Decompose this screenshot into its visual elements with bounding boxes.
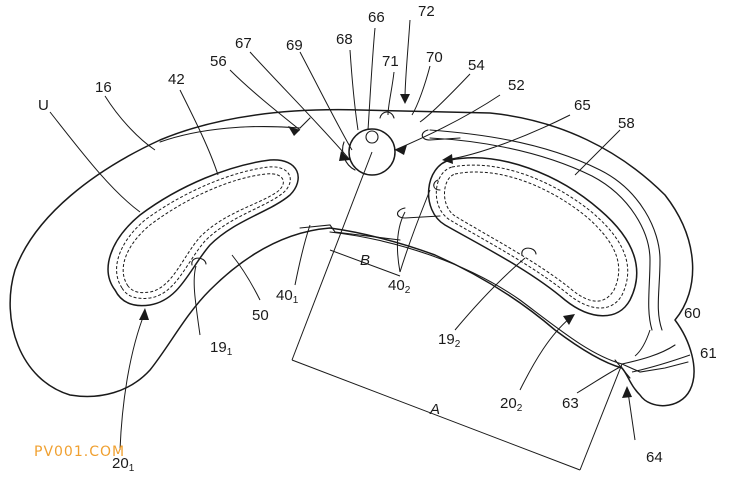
label-U: U — [38, 97, 49, 114]
upper-step — [159, 117, 311, 143]
label-72: 72 — [418, 3, 435, 20]
slot-65 — [433, 179, 441, 191]
label-66: 66 — [368, 9, 385, 26]
tab-60 — [621, 344, 676, 365]
tab-63 — [614, 359, 631, 379]
arrowhead-52 — [395, 145, 407, 155]
right-pocket — [428, 157, 638, 317]
notch-line — [299, 224, 401, 241]
dim-line-A — [291, 359, 581, 471]
lower-edge — [329, 231, 623, 365]
watermark-text: PV001.COM — [34, 444, 126, 460]
label-B: B — [360, 252, 370, 269]
left-pocket-seam-2 — [122, 173, 284, 294]
label-50: 50 — [252, 307, 269, 324]
hole-19-2 — [521, 247, 537, 256]
label-54: 54 — [468, 57, 485, 74]
label-63: 63 — [562, 395, 579, 412]
label-52: 52 — [508, 77, 525, 94]
label-65: 65 — [574, 97, 591, 114]
pivot-hole — [365, 130, 379, 144]
arrowhead-67 — [339, 151, 350, 161]
label-60: 60 — [684, 305, 701, 322]
label-71: 71 — [382, 53, 399, 70]
leaders — [49, 19, 691, 394]
arrowhead-64 — [622, 386, 632, 398]
label-19-1: 191 — [210, 339, 233, 358]
label-56: 56 — [210, 53, 227, 70]
arrowhead-72 — [400, 94, 410, 104]
arrowhead-56 — [288, 126, 300, 136]
label-19-2: 192 — [438, 331, 461, 350]
label-70: 70 — [426, 49, 443, 66]
label-40-2: 402 — [388, 277, 411, 296]
hole-19-1 — [191, 257, 207, 266]
slot-71 — [379, 111, 395, 119]
arrow-64 — [627, 391, 636, 441]
label-A: A — [429, 401, 440, 418]
arrowhead-65 — [442, 154, 453, 164]
right-pocket-seam — [435, 164, 629, 309]
tab-61 — [621, 361, 689, 373]
right-pocket-seam-2 — [444, 171, 620, 302]
upper-channel — [429, 129, 663, 331]
label-40-1: 401 — [276, 287, 299, 306]
dim-ext-left — [291, 151, 373, 361]
dim-ext-right — [579, 363, 623, 471]
label-67: 67 — [235, 35, 252, 52]
label-61: 61 — [700, 345, 717, 362]
arrowhead-20-1 — [139, 308, 149, 320]
label-64: 64 — [646, 449, 663, 466]
arrow-20-2 — [519, 317, 571, 391]
body-outline — [9, 108, 695, 407]
label-68: 68 — [336, 31, 353, 48]
pivot-circle — [348, 128, 396, 176]
arrow-20-1 — [119, 311, 146, 451]
label-42: 42 — [168, 71, 185, 88]
label-20-1: 201 — [112, 455, 135, 474]
upper-channel-inner — [429, 137, 653, 331]
label-16: 16 — [95, 79, 112, 96]
dim-line-B — [329, 249, 401, 277]
slot-54 — [421, 129, 461, 141]
label-20-2: 202 — [500, 395, 523, 414]
left-pocket — [107, 159, 299, 307]
slot-lower — [396, 207, 441, 219]
arrowhead-20-2 — [563, 314, 575, 325]
label-69: 69 — [286, 37, 303, 54]
left-pocket-seam — [116, 166, 291, 299]
label-58: 58 — [618, 115, 635, 132]
